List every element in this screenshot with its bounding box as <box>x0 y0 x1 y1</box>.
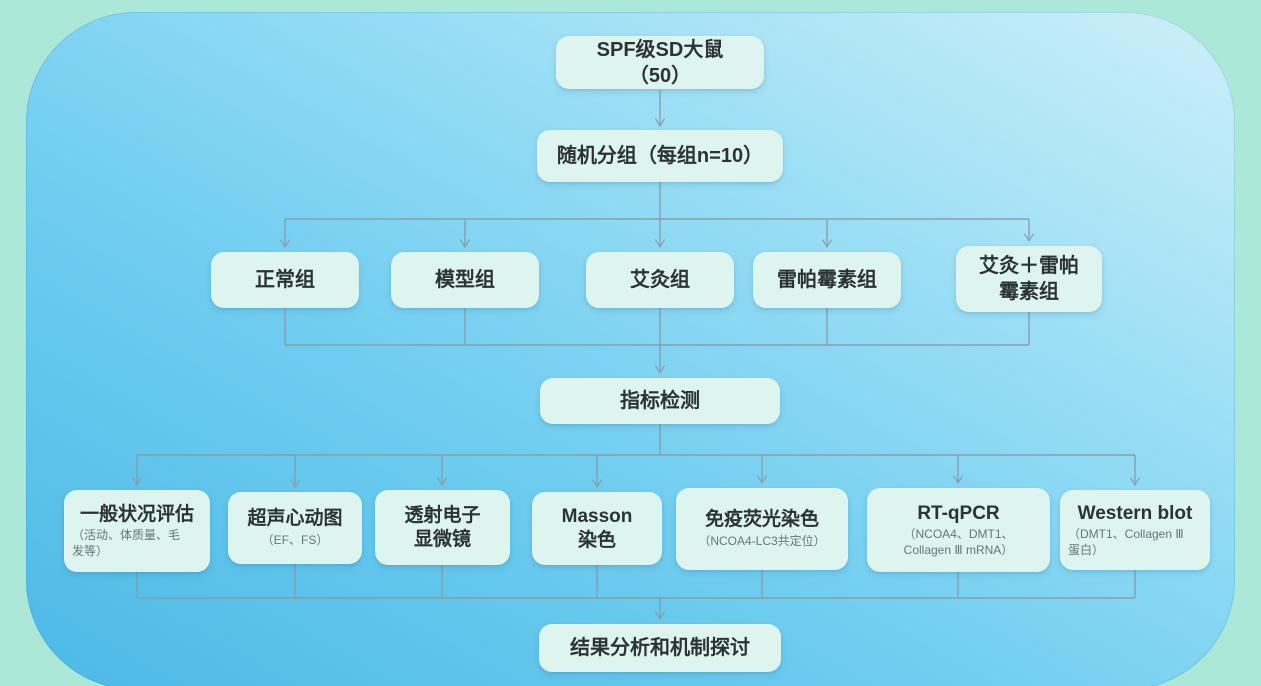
node-test-echocardiography: 超声心动图 （EF、FS） <box>228 492 362 564</box>
node-group-rapamycin: 雷帕霉素组 <box>753 252 901 308</box>
node-test-general-condition: 一般状况评估 （活动、体质量、毛 发等） <box>64 490 210 572</box>
node-group-model: 模型组 <box>391 252 539 308</box>
node-test-tem: 透射电子 显微镜 <box>375 490 510 565</box>
test-subtitle: （EF、FS） <box>261 533 329 548</box>
test-title: Masson 染色 <box>561 505 633 551</box>
node-test-immunofluorescence: 免疫荧光染色 （NCOA4-LC3共定位） <box>676 488 848 570</box>
flowchart-panel <box>26 12 1235 686</box>
node-randomization-label: 随机分组（每组n=10） <box>556 145 764 167</box>
group-label: 模型组 <box>435 269 495 291</box>
node-group-moxibustion: 艾灸组 <box>586 252 734 308</box>
node-subjects-label: SPF级SD大鼠 （50） <box>596 38 724 87</box>
group-label: 艾灸组 <box>630 269 690 291</box>
test-title: 一般状况评估 <box>79 503 194 525</box>
node-group-moxibustion-rapamycin: 艾灸＋雷帕 霉素组 <box>956 246 1102 312</box>
test-title: 透射电子 显微镜 <box>404 504 481 550</box>
test-subtitle: （NCOA4、DMT1、 Collagen Ⅲ mRNA） <box>903 527 1014 557</box>
test-title: RT-qPCR <box>917 502 1000 524</box>
group-label: 艾灸＋雷帕 霉素组 <box>979 255 1079 303</box>
node-conclusion-label: 结果分析和机制探讨 <box>570 637 750 659</box>
node-test-western-blot: Western blot （DMT1、Collagen Ⅲ 蛋白） <box>1060 490 1210 570</box>
node-conclusion: 结果分析和机制探讨 <box>539 624 781 672</box>
group-label: 正常组 <box>255 269 315 291</box>
test-subtitle: （NCOA4-LC3共定位） <box>698 534 826 549</box>
group-label: 雷帕霉素组 <box>777 269 877 291</box>
node-test-rtqpcr: RT-qPCR （NCOA4、DMT1、 Collagen Ⅲ mRNA） <box>867 488 1050 572</box>
node-detection-label: 指标检测 <box>620 390 700 412</box>
test-title: Western blot <box>1077 502 1193 524</box>
node-randomization: 随机分组（每组n=10） <box>537 130 783 182</box>
test-subtitle: （DMT1、Collagen Ⅲ 蛋白） <box>1068 527 1184 557</box>
node-subjects: SPF级SD大鼠 （50） <box>556 36 764 89</box>
node-group-normal: 正常组 <box>211 252 359 308</box>
test-subtitle: （活动、体质量、毛 发等） <box>72 528 181 558</box>
test-title: 免疫荧光染色 <box>704 509 819 531</box>
node-test-masson: Masson 染色 <box>532 492 662 565</box>
node-detection: 指标检测 <box>540 378 780 424</box>
test-title: 超声心动图 <box>247 508 343 530</box>
